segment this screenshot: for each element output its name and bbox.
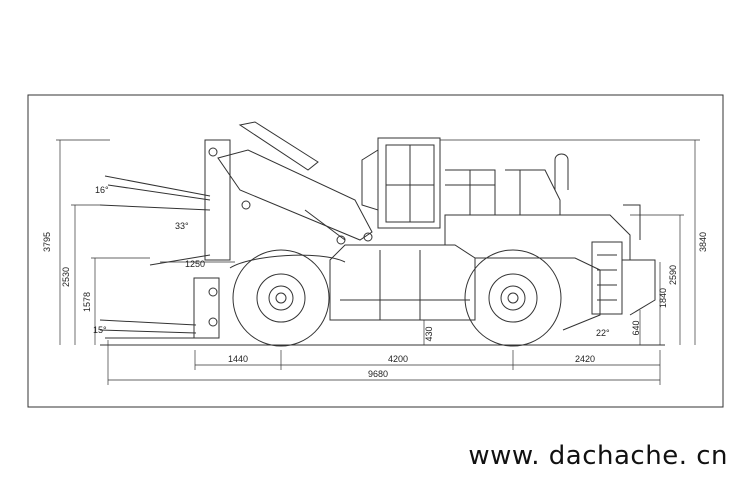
upper-fork-carriage bbox=[99, 139, 231, 266]
dim-axle-height: 430 bbox=[424, 326, 434, 341]
dim-fork-reach: 1250 bbox=[185, 259, 205, 269]
dim-front-overhang: 1440 bbox=[228, 354, 248, 364]
dim-hood-height: 1840 bbox=[658, 288, 668, 308]
rear-railings bbox=[445, 169, 641, 240]
dim-upper-fork-height: 2530 bbox=[61, 267, 71, 287]
rear-wheel bbox=[464, 249, 562, 347]
drawing-frame bbox=[27, 94, 724, 408]
boom-arm bbox=[217, 121, 373, 245]
lower-fork-carriage bbox=[99, 277, 220, 339]
exhaust-pipe bbox=[554, 153, 569, 190]
front-wheel bbox=[232, 249, 330, 347]
dim-clearance: 640 bbox=[631, 320, 641, 335]
dim-rear-overhang: 2420 bbox=[575, 354, 595, 364]
angle-lower-tilt: 15° bbox=[93, 325, 107, 335]
dim-overall-length: 9680 bbox=[368, 369, 388, 379]
left-dimension-lines bbox=[56, 139, 235, 345]
angle-boom: 33° bbox=[175, 221, 189, 231]
right-dimension-lines bbox=[423, 139, 700, 345]
dim-overall-height: 3840 bbox=[698, 232, 708, 252]
chassis bbox=[229, 214, 631, 331]
bottom-dimension-lines bbox=[107, 340, 661, 385]
angle-upper-tilt: 16° bbox=[95, 185, 109, 195]
dim-lower-fork-height: 1578 bbox=[82, 292, 92, 312]
operator-cab bbox=[361, 137, 441, 229]
watermark-url: www. dachache. cn bbox=[468, 441, 728, 471]
rear-counterweight bbox=[591, 241, 656, 316]
dim-lift-height: 3795 bbox=[42, 232, 52, 252]
dim-cab-height: 2590 bbox=[668, 265, 678, 285]
angle-departure: 22° bbox=[596, 328, 610, 338]
dim-wheelbase: 4200 bbox=[388, 354, 408, 364]
